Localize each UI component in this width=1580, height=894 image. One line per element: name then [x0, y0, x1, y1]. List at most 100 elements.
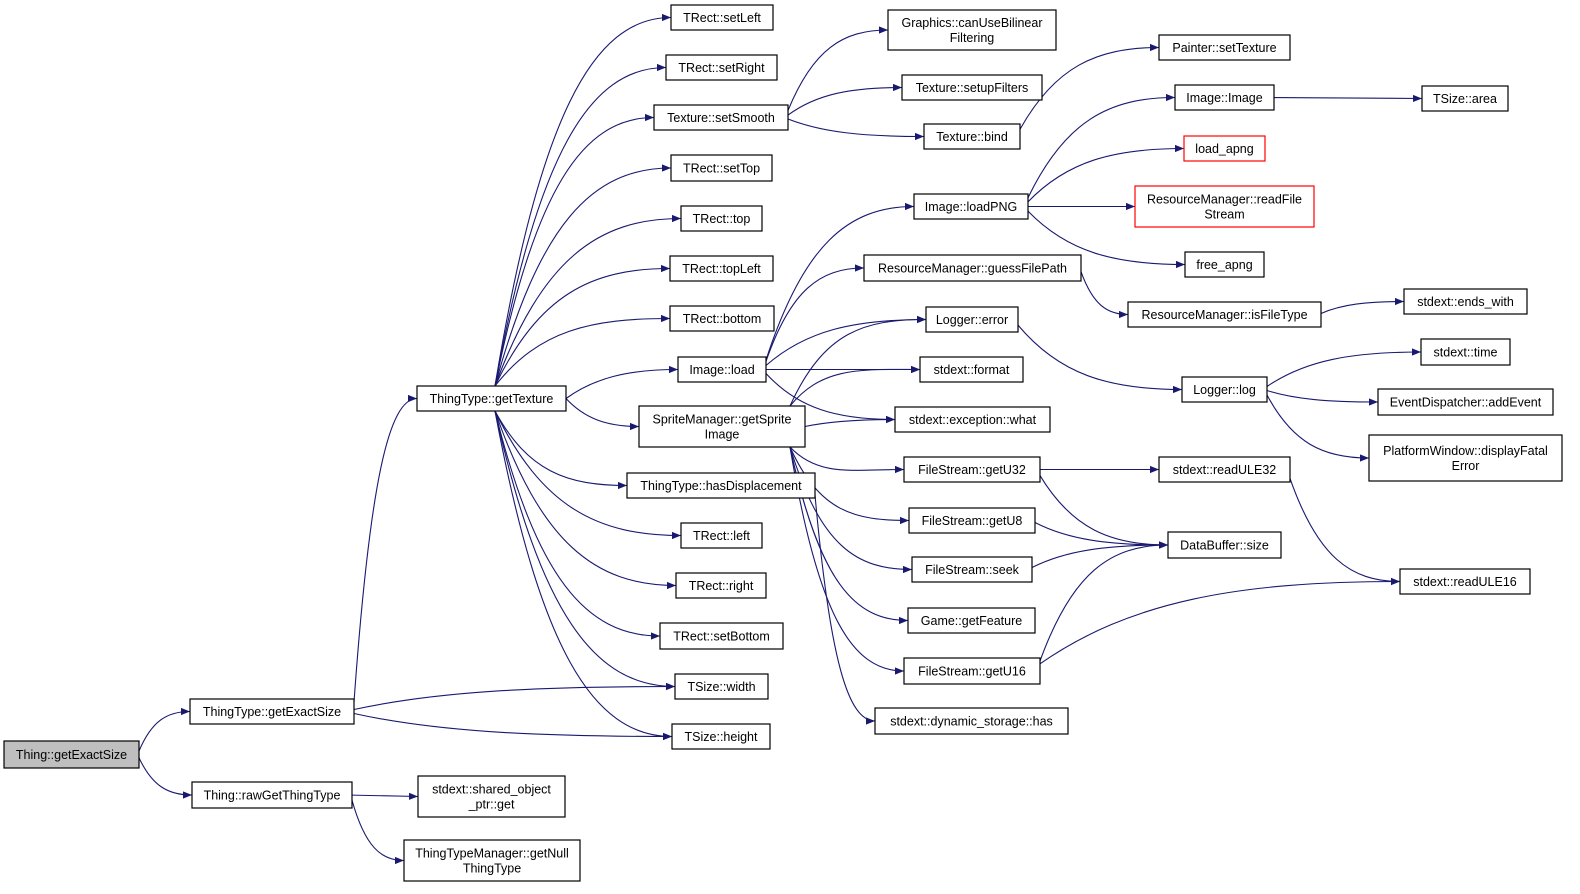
node-label: _ptr::get	[468, 798, 515, 812]
edge-line	[353, 682, 676, 711]
node-tsize-height[interactable]: TSize::height	[671, 723, 771, 750]
node-stdext-shared-object-ptr-get[interactable]: stdext::shared_object_ptr::get	[417, 775, 566, 818]
node-trect-setright[interactable]: TRect::setRight	[665, 54, 778, 81]
node-image-load[interactable]: Image::load	[677, 356, 767, 383]
node-label: Logger::log	[1193, 383, 1256, 397]
node-game-getfeature[interactable]: Game::getFeature	[907, 607, 1036, 634]
node-trect-topleft[interactable]: TRect::topLeft	[669, 255, 774, 282]
edge-n13-n28	[765, 373, 896, 424]
edge-line	[789, 446, 910, 525]
node-tsize-area[interactable]: TSize::area	[1421, 85, 1509, 112]
edge-n3-n8	[494, 113, 655, 387]
node-box	[191, 781, 353, 809]
edge-n24-n37	[1027, 144, 1185, 203]
node-filestream-getu32[interactable]: FileStream::getU32	[903, 456, 1041, 483]
node-trect-top[interactable]: TRect::top	[680, 205, 763, 232]
edge-line	[787, 83, 903, 116]
node-label: TRect::setTop	[683, 162, 760, 176]
edge-n14-n30	[789, 446, 910, 525]
node-filestream-seek[interactable]: FileStream::seek	[911, 556, 1033, 583]
node-label: Error	[1452, 459, 1480, 473]
node-trect-bottom[interactable]: TRect::bottom	[669, 305, 775, 332]
node-filestream-getu8[interactable]: FileStream::getU8	[908, 507, 1036, 534]
node-box	[1399, 568, 1531, 595]
node-painter-settexture[interactable]: Painter::setTexture	[1158, 34, 1291, 61]
edge-n2-n4	[351, 792, 419, 800]
node-trect-right[interactable]: TRect::right	[675, 572, 767, 599]
node-stdext-exception-what[interactable]: stdext::exception::what	[894, 406, 1051, 433]
node-box	[901, 74, 1043, 101]
node-box	[1403, 288, 1528, 315]
node-label: TRect::setBottom	[673, 630, 770, 644]
edge-line	[494, 410, 676, 691]
node-image-image[interactable]: Image::Image	[1174, 84, 1275, 111]
node-label: ThingType::getExactSize	[203, 705, 341, 719]
node-eventdispatcher-addevent[interactable]: EventDispatcher::addEvent	[1377, 388, 1554, 416]
node-box	[417, 775, 566, 818]
node-label: FileStream::seek	[925, 563, 1020, 577]
node-load-apng[interactable]: load_apng	[1183, 135, 1266, 162]
node-texture-setupfilters[interactable]: Texture::setupFilters	[901, 74, 1043, 101]
edge-line	[789, 446, 905, 474]
edge-n23-n35	[1019, 43, 1160, 130]
node-resourcemanager-guessfilepath[interactable]: ResourceManager::guessFilePath	[863, 254, 1082, 282]
node-label: TSize::width	[687, 680, 755, 694]
node-label: stdext::readULE32	[1173, 463, 1277, 477]
node-label: Graphics::canUseBilinear	[901, 16, 1042, 30]
node-trect-left[interactable]: TRect::left	[680, 522, 763, 549]
node-filestream-getu16[interactable]: FileStream::getU16	[903, 657, 1041, 685]
node-box	[638, 405, 806, 448]
node-trect-setleft[interactable]: TRect::setLeft	[670, 4, 774, 31]
node-databuffer-size[interactable]: DataBuffer::size	[1167, 531, 1282, 559]
node-stdext-dynamic-storage-has[interactable]: stdext::dynamic_storage::has	[874, 707, 1069, 735]
edge-n3-n20	[494, 410, 673, 741]
edge-n41-n46	[1266, 348, 1422, 387]
node-box	[189, 698, 355, 725]
node-texture-setsmooth[interactable]: Texture::setSmooth	[653, 104, 789, 131]
node-box	[1167, 531, 1282, 559]
node-box	[1421, 85, 1509, 112]
edge-n0-n1	[138, 707, 191, 752]
node-free-apng[interactable]: free_apng	[1184, 251, 1265, 278]
node-stdext-readule32[interactable]: stdext::readULE32	[1158, 456, 1291, 483]
node-stdext-format[interactable]: stdext::format	[919, 356, 1024, 383]
edge-line	[494, 410, 673, 741]
node-trect-setbottom[interactable]: TRect::setBottom	[659, 622, 784, 650]
node-logger-error[interactable]: Logger::error	[925, 306, 1019, 333]
edge-line	[787, 118, 925, 141]
node-box	[1181, 376, 1268, 403]
node-trect-settop[interactable]: TRect::setTop	[670, 154, 773, 182]
node-label: TRect::bottom	[683, 312, 762, 326]
node-thing-rawgetthingtype[interactable]: Thing::rawGetThingType	[191, 781, 353, 809]
node-label: PlatformWindow::displayFatal	[1383, 444, 1548, 458]
node-box	[907, 607, 1036, 634]
node-box	[626, 472, 816, 499]
node-stdext-time[interactable]: stdext::time	[1420, 338, 1511, 366]
node-logger-log[interactable]: Logger::log	[1181, 376, 1268, 403]
node-thingtype-gettexture[interactable]: ThingType::getTexture	[416, 385, 567, 412]
node-image-loadpng[interactable]: Image::loadPNG	[913, 193, 1029, 220]
edge-line	[1027, 210, 1186, 269]
node-thing-getexactsize[interactable]: Thing::getExactSize	[3, 740, 140, 769]
node-stdext-readule16[interactable]: stdext::readULE16	[1399, 568, 1531, 595]
edge-line	[765, 315, 927, 366]
node-thingtype-getexactsize[interactable]: ThingType::getExactSize	[189, 698, 355, 725]
node-resourcemanager-isfiletype[interactable]: ResourceManager::isFileType	[1127, 301, 1322, 328]
edge-line	[814, 494, 876, 725]
edge-n3-n16	[494, 410, 682, 540]
node-label: Thing::rawGetThingType	[204, 789, 341, 803]
edge-line	[1039, 475, 1169, 549]
node-texture-bind[interactable]: Texture::bind	[923, 123, 1021, 150]
node-box	[911, 556, 1033, 583]
edge-n3-n17	[494, 410, 677, 590]
node-stdext-ends-with[interactable]: stdext::ends_with	[1403, 288, 1528, 315]
node-box	[1174, 84, 1275, 111]
node-thingtype-hasdisplacement[interactable]: ThingType::hasDisplacement	[626, 472, 816, 499]
node-box	[1127, 301, 1322, 328]
node-tsize-width[interactable]: TSize::width	[674, 673, 769, 700]
